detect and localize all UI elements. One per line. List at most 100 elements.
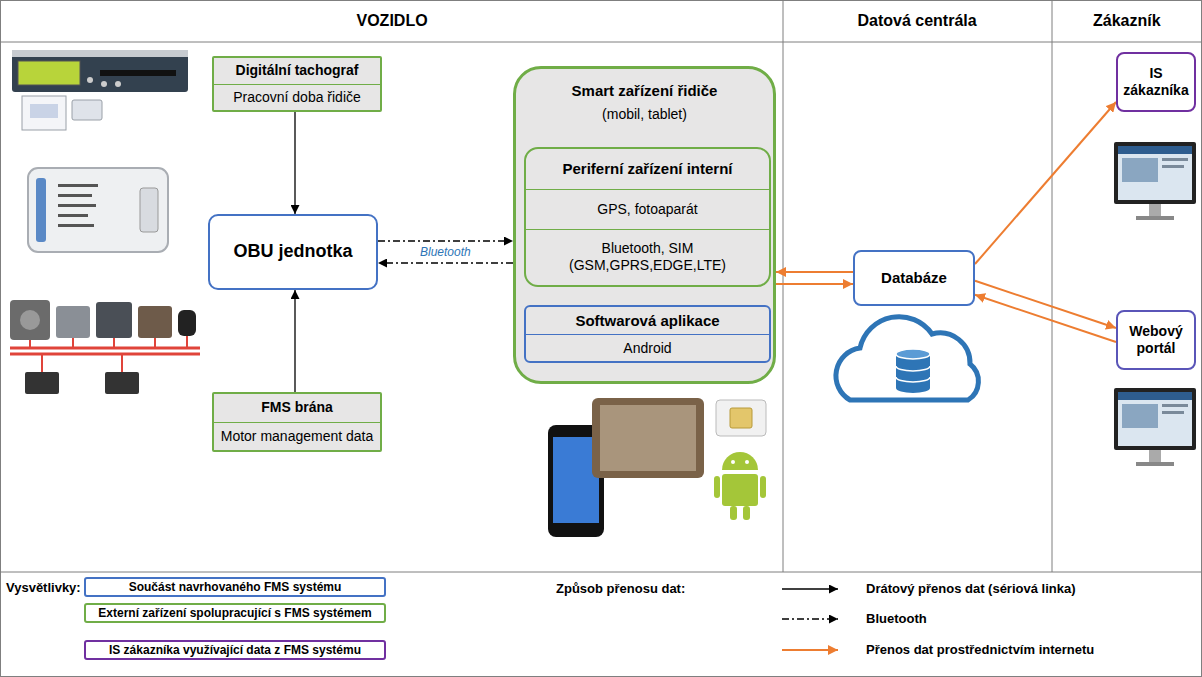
- vehicle-units-picture: [113, 338, 115, 348]
- legend-entry: Drátový přenos dat (sériová linka): [866, 581, 1076, 597]
- tachograph-picture: [115, 81, 121, 87]
- obu-device-picture: [28, 168, 168, 252]
- legend-text: Přenos dat prostřednictvím internetu: [866, 642, 1094, 658]
- box-heading: OBU jednotka: [210, 216, 376, 288]
- monitor-picture: [1118, 392, 1192, 446]
- obu-device-picture: [58, 204, 96, 207]
- monitor-picture: [1114, 142, 1196, 220]
- smart-devices-picture: [760, 476, 766, 498]
- smart-devices-picture: [745, 460, 749, 464]
- connector: [975, 281, 1116, 328]
- obu-device-picture: [58, 214, 88, 217]
- connector: [776, 283, 853, 285]
- tachograph-picture: [18, 61, 80, 85]
- cloud-database-icon: [896, 349, 930, 359]
- cloud-database-icon: [896, 377, 930, 382]
- box-heading: FMS brána: [214, 394, 380, 422]
- legend-line-samples: [782, 588, 838, 589]
- tachograph-picture: [12, 50, 188, 57]
- connector: [776, 271, 853, 273]
- cloud-database-icon: [896, 366, 930, 371]
- box-heading: Periferní zařízení interní: [526, 149, 769, 189]
- process-box: Digitální tachografPracovní doba řidiče: [212, 56, 382, 112]
- monitor-picture: [1149, 204, 1161, 216]
- smart-devices-picture: [722, 474, 758, 506]
- customer-box: IS zákazníka: [1116, 52, 1196, 112]
- smart-devices-picture: [731, 460, 735, 464]
- monitor-picture: [1136, 216, 1174, 220]
- vehicle-units-picture: [138, 306, 172, 338]
- tachograph-picture: [72, 100, 102, 120]
- vehicle-units-picture: [29, 340, 31, 348]
- monitor-picture: [1122, 404, 1158, 428]
- connector: [294, 290, 295, 392]
- connector: [975, 102, 1116, 264]
- smart-devices-picture: [600, 405, 696, 471]
- tachograph-picture: [100, 70, 176, 76]
- legend-text: Externí zařízení spolupracující s FMS sy…: [84, 603, 386, 623]
- box-text: GPS, fotoaparát: [526, 189, 769, 229]
- connector: [294, 112, 295, 214]
- unit-box: OBU jednotka: [208, 214, 378, 290]
- monitor-picture: [1114, 388, 1196, 466]
- box-text: Pracovní doba řidiče: [214, 84, 380, 111]
- table-frame: [1052, 0, 1053, 572]
- peripheral-box: Periferní zařízení interníGPS, fotoapará…: [524, 147, 771, 287]
- legend-line-samples: [782, 649, 838, 651]
- vehicle-units-picture: [56, 306, 90, 338]
- monitor-picture: [1122, 158, 1158, 182]
- monitor-picture: [1162, 411, 1184, 414]
- box-heading: Smart zařízení řidiče: [516, 79, 773, 103]
- legend-text: Součást navrhovaného FMS systému: [84, 577, 386, 597]
- legend-entry: Bluetooth: [866, 611, 927, 627]
- connector-label: Bluetooth: [418, 245, 473, 259]
- monitor-picture: [1114, 142, 1196, 204]
- cloud-database-icon: [896, 383, 930, 393]
- box-heading: Webový portál: [1118, 312, 1194, 368]
- obu-device-picture: [58, 224, 94, 227]
- smart-devices-picture: [714, 476, 720, 498]
- column-header: Zákazník: [1093, 12, 1161, 30]
- smart-devices-picture: [716, 400, 766, 436]
- vehicle-units-picture: [72, 338, 74, 348]
- legend-title: Způsob přenosu dat:: [556, 581, 685, 596]
- monitor-picture: [1162, 404, 1188, 407]
- legend-text: IS zákazníka využívající data z FMS syst…: [84, 640, 386, 660]
- legend-title: Vysvětlivky:: [6, 580, 81, 595]
- smart-devices-picture: [722, 452, 758, 470]
- monitor-picture: [1114, 388, 1196, 450]
- obu-device-picture: [28, 168, 168, 252]
- legend-text: Bluetooth: [866, 611, 927, 627]
- legend-entry: Přenos dat prostřednictvím internetu: [866, 642, 1094, 658]
- monitor-picture: [1118, 146, 1192, 154]
- legend-text: Drátový přenos dat (sériová linka): [866, 581, 1076, 597]
- legend-line-samples: [782, 618, 838, 619]
- box-text: (mobil, tablet): [516, 103, 773, 126]
- legend-entry: Součást navrhovaného FMS systému: [84, 577, 386, 597]
- table-frame: [783, 0, 784, 572]
- obu-device-picture: [58, 184, 98, 187]
- legend-line-samples: [782, 589, 838, 650]
- box-heading: Digitální tachograf: [214, 58, 380, 84]
- cloud-database-icon: [836, 317, 978, 400]
- column-header: Datová centrála: [858, 12, 977, 30]
- obu-device-picture: [58, 194, 92, 197]
- vehicle-units-picture: [41, 354, 43, 372]
- monitor-picture: [1118, 392, 1192, 400]
- table-frame: [0, 42, 1202, 43]
- tachograph-picture: [12, 50, 188, 130]
- vehicle-units-picture: [96, 302, 132, 338]
- monitor-picture: [1162, 158, 1188, 161]
- tachograph-picture: [30, 104, 58, 118]
- table-frame: [0, 572, 1202, 573]
- tachograph-picture: [101, 81, 107, 87]
- vehicle-units-picture: [10, 300, 50, 340]
- box-text: Bluetooth, SIM (GSM,GPRS,EDGE,LTE): [526, 229, 769, 285]
- vehicle-units-picture: [20, 310, 40, 330]
- process-box: FMS bránaMotor management data: [212, 392, 382, 452]
- vehicle-units-picture: [121, 354, 123, 372]
- cloud-database-icon: [836, 317, 978, 400]
- database-box: Databáze: [853, 250, 975, 306]
